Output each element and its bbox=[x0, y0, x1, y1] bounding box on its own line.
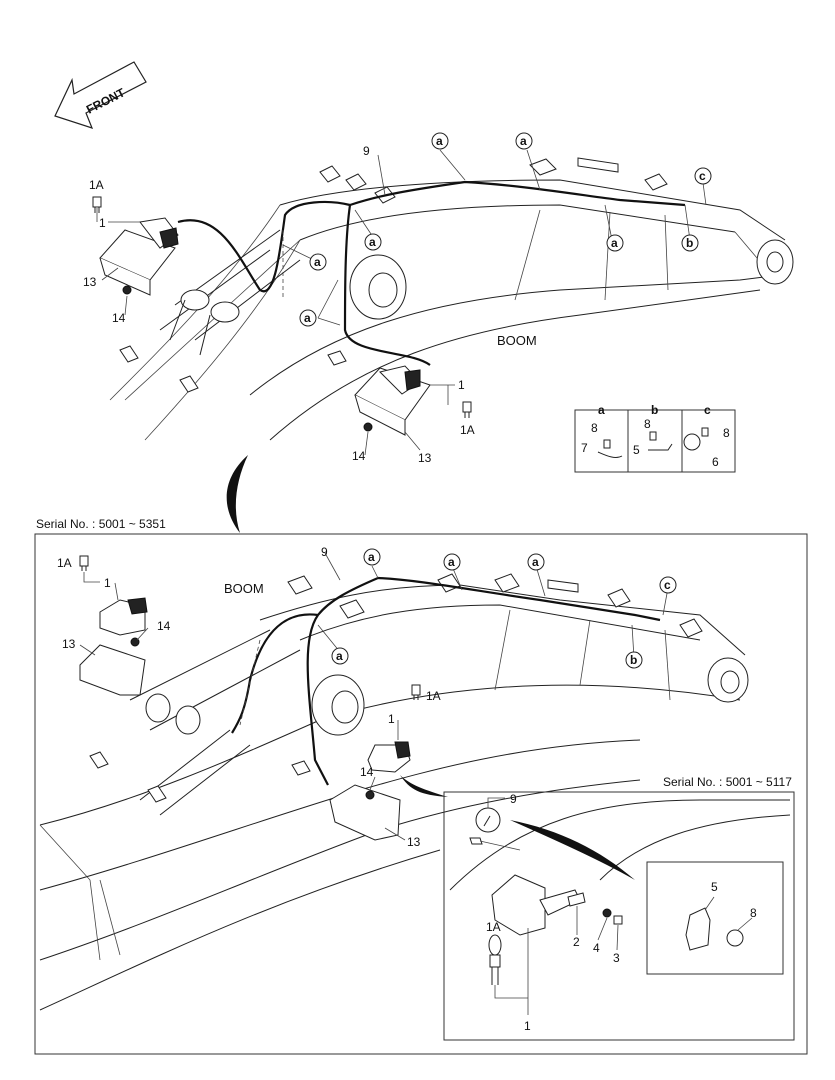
bulb-icon bbox=[79, 555, 89, 571]
callout-14: 14 bbox=[360, 765, 374, 779]
callout-1: 1 bbox=[524, 1019, 531, 1033]
bulb-icon bbox=[92, 196, 102, 213]
bulb-icon bbox=[462, 401, 472, 418]
callout-14: 14 bbox=[352, 449, 366, 463]
svg-text:b: b bbox=[686, 236, 693, 250]
boom-label: BOOM bbox=[224, 581, 264, 596]
callout-9: 9 bbox=[510, 792, 517, 806]
callout-1: 1 bbox=[388, 712, 395, 726]
separator-swoosh bbox=[226, 455, 248, 533]
callout-8: 8 bbox=[750, 906, 757, 920]
clamp-marker-c: c bbox=[659, 576, 677, 594]
serial-label-inset: Serial No. : 5001 ~ 5117 bbox=[663, 775, 792, 789]
callout-1a: 1A bbox=[426, 689, 441, 703]
svg-text:a: a bbox=[304, 311, 311, 325]
bottom-boom-drawing: BOOM 1A 1 13 14 9 1A 1 14 13 a a a c a b bbox=[39, 545, 749, 1011]
bottom-frame bbox=[34, 533, 808, 1055]
svg-text:c: c bbox=[699, 169, 706, 183]
callout-1a: 1A bbox=[89, 178, 104, 192]
svg-text:a: a bbox=[336, 649, 343, 663]
clamp-marker-a: a bbox=[431, 132, 449, 150]
svg-text:a: a bbox=[369, 235, 376, 249]
callout-2: 2 bbox=[573, 935, 580, 949]
svg-text:a: a bbox=[368, 550, 375, 564]
svg-text:a: a bbox=[436, 134, 443, 148]
top-boom-drawing: BOOM 1 1A 13 14 9 1 1A 14 13 a a c a a b… bbox=[83, 132, 794, 465]
clamp-marker-a: a bbox=[364, 233, 382, 251]
legend-header-c: c bbox=[704, 403, 711, 417]
svg-text:a: a bbox=[448, 555, 455, 569]
legend-header-b: b bbox=[651, 403, 658, 417]
callout-9: 9 bbox=[363, 144, 370, 158]
callout-14: 14 bbox=[112, 311, 126, 325]
callout-1: 1 bbox=[104, 576, 111, 590]
callout-3: 3 bbox=[613, 951, 620, 965]
svg-text:b: b bbox=[630, 653, 637, 667]
svg-text:c: c bbox=[664, 578, 671, 592]
callout-13: 13 bbox=[62, 637, 76, 651]
callout-13: 13 bbox=[83, 275, 97, 289]
front-arrow-icon: FRONT bbox=[54, 61, 147, 129]
clamp-marker-b: b bbox=[681, 234, 699, 252]
legend-part: 6 bbox=[712, 455, 719, 469]
clamp-marker-a: a bbox=[363, 548, 381, 566]
legend-part: 7 bbox=[581, 441, 588, 455]
callout-4: 4 bbox=[593, 941, 600, 955]
legend-part: 8 bbox=[644, 417, 651, 431]
clamp-marker-a: a bbox=[606, 234, 624, 252]
callout-1a: 1A bbox=[460, 423, 475, 437]
legend-part: 8 bbox=[723, 426, 730, 440]
callout-1a: 1A bbox=[57, 556, 72, 570]
bulb-icon bbox=[411, 684, 421, 700]
bulb-icon bbox=[488, 934, 502, 985]
callout-9: 9 bbox=[321, 545, 328, 559]
clamp-marker-a: a bbox=[443, 553, 461, 571]
callout-1a: 1A bbox=[486, 920, 501, 934]
boom-label: BOOM bbox=[497, 333, 537, 348]
clamp-marker-b: b bbox=[625, 651, 643, 669]
callout-13: 13 bbox=[407, 835, 421, 849]
svg-text:a: a bbox=[611, 236, 618, 250]
svg-text:a: a bbox=[520, 134, 527, 148]
clamp-marker-a: a bbox=[331, 647, 349, 665]
clamp-marker-c: c bbox=[694, 167, 712, 185]
clamp-legend-box: a b c 8 7 8 5 8 6 bbox=[574, 403, 736, 473]
svg-text:a: a bbox=[532, 555, 539, 569]
callout-14: 14 bbox=[157, 619, 171, 633]
clamp-marker-a: a bbox=[309, 253, 327, 271]
inset-detail: Serial No. : 5001 ~ 5117 9 2 4 3 1A 1 bbox=[443, 775, 795, 1041]
callout-1: 1 bbox=[99, 216, 106, 230]
legend-header-a: a bbox=[598, 403, 605, 417]
callout-1: 1 bbox=[458, 378, 465, 392]
callout-13: 13 bbox=[418, 451, 432, 465]
svg-text:a: a bbox=[314, 255, 321, 269]
clamp-marker-a: a bbox=[515, 132, 533, 150]
clamp-marker-a: a bbox=[299, 309, 317, 327]
clamp-marker-a: a bbox=[527, 553, 545, 571]
legend-part: 8 bbox=[591, 421, 598, 435]
legend-part: 5 bbox=[633, 443, 640, 457]
serial-label-main: Serial No. : 5001 ~ 5351 bbox=[36, 517, 166, 531]
callout-5: 5 bbox=[711, 880, 718, 894]
